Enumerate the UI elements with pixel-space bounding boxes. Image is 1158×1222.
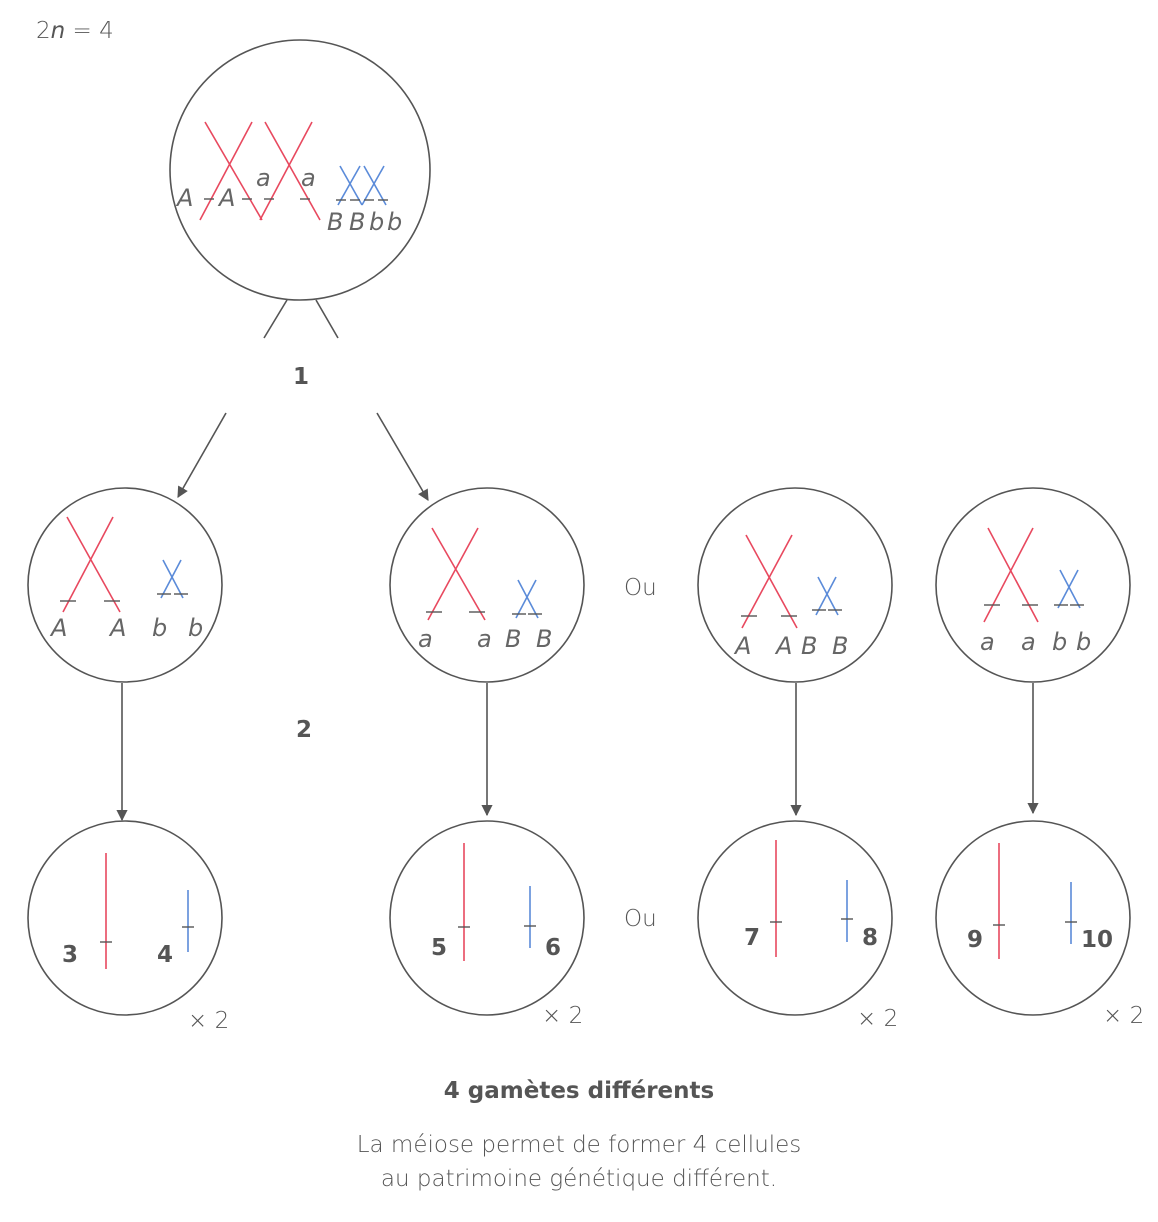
cell4-allele-label: a [1021,628,1036,656]
gamete-number: 5 [431,935,447,961]
gamete-number: 8 [862,925,878,951]
multiplier-label: × 2 [188,1008,229,1034]
parent-allele-label: b [387,208,402,236]
cell3-allele-label: B [832,632,848,660]
caption-line-1: La méiose permet de former 4 cellules [0,1128,1158,1162]
multiplier-label: × 2 [1103,1003,1144,1029]
gamete-number: 10 [1081,927,1113,953]
spindle-line-right [316,300,338,338]
cell4-allele-label: a [980,628,995,656]
parent-allele-label: a [301,164,316,192]
gamete-cell-3 [698,821,892,1015]
or-label-bottom: Ou [624,906,657,932]
step-label-meiosis-2: 2 [296,717,312,743]
multiplier-label: × 2 [542,1003,583,1029]
or-label-top: Ou [624,575,657,601]
cell4-allele-label: b [1052,628,1067,656]
arrow-to-cell-2 [377,413,428,500]
parent-allele-label: A [177,184,193,212]
cell2-allele-label: B [536,625,552,653]
caption-line-2: au patrimoine génétique différent. [0,1162,1158,1196]
gamete-number: 9 [967,927,983,953]
cell1-allele-label: A [110,614,126,642]
cell1-allele-label: A [51,614,67,642]
cell1-allele-label: b [188,614,203,642]
cell2-allele-label: a [418,625,433,653]
cell3-allele-label: A [776,632,792,660]
meiosis1-cell-1 [28,488,222,682]
parent-cell [170,40,430,338]
parent-allele-label: b [369,208,384,236]
summary-heading: 4 gamètes différents [0,1078,1158,1104]
multiplier-label: × 2 [857,1006,898,1032]
cell3-allele-label: A [735,632,751,660]
parent-allele-label: A [219,184,235,212]
spindle-line-left [264,300,287,338]
cell3-allele-label: B [801,632,817,660]
gamete-cell-1 [28,821,222,1015]
arrow-to-cell-1 [178,413,226,497]
cell2-allele-label: a [477,625,492,653]
parent-allele-label: a [256,164,271,192]
parent-allele-label: B [327,208,343,236]
summary-caption: La méiose permet de former 4 cellules au… [0,1128,1158,1196]
gamete-number: 3 [62,942,78,968]
step-label-meiosis-1: 1 [293,364,309,390]
gamete-number: 4 [157,942,173,968]
parent-allele-label: B [349,208,365,236]
meiosis1-cell-3 [698,488,892,682]
gamete-number: 7 [744,925,760,951]
ploidy-label: 2n = 4 [36,18,114,44]
cell1-allele-label: b [152,614,167,642]
gamete-number: 6 [545,935,561,961]
gamete-cell-2 [390,821,584,1015]
cell4-allele-label: b [1076,628,1091,656]
parent-blue-chromosomes [338,166,386,205]
gamete-cell-4 [936,821,1130,1015]
cell2-allele-label: B [505,625,521,653]
